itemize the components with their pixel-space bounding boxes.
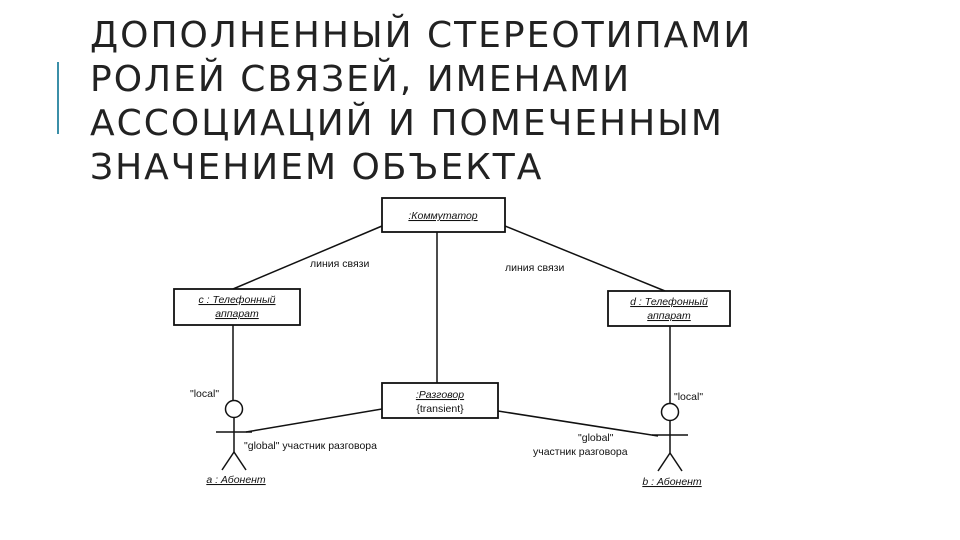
role-local-right: "local"	[674, 391, 703, 403]
conversation-tag: {transient}	[416, 403, 464, 415]
role-global-right-2: участник разговора	[533, 446, 628, 458]
link-label-right: линия связи	[505, 262, 564, 274]
title-line-3: АССОЦИАЦИЙ И ПОМЕЧЕННЫМ	[90, 103, 724, 144]
title-line-4: ЗНАЧЕНИЕМ ОБЪЕКТА	[90, 147, 544, 188]
actor-b-name: b : Абонент	[642, 476, 702, 488]
object-conversation: :Разговор {transient}	[381, 382, 499, 419]
connector-lines	[232, 225, 671, 437]
title-line-2: РОЛЕЙ СВЯЗЕЙ, ИМЕНАМИ	[90, 59, 632, 100]
link-conversation-actor-b	[497, 410, 659, 437]
phone-d-line2: аппарат	[647, 310, 691, 322]
actor-a-name: a : Абонент	[206, 474, 266, 486]
link-label-left: линия связи	[310, 258, 369, 270]
object-phone-d: d : Телефонный аппарат	[607, 290, 731, 327]
phone-c-line2: аппарат	[215, 308, 259, 320]
phone-d-line1: d : Телефонный	[630, 296, 708, 308]
link-conversation-actor-a	[245, 408, 383, 433]
switch-name: :Коммутатор	[408, 210, 477, 222]
phone-c-line1: c : Телефонный	[198, 294, 275, 306]
slide-title: ДОПОЛНЕННЫЙ СТЕРЕОТИПАМИ РОЛЕЙ СВЯЗЕЙ, И…	[90, 14, 850, 190]
conversation-name: :Разговор	[416, 389, 464, 401]
object-switch: :Коммутатор	[381, 197, 506, 233]
link-switch-phone-d	[504, 225, 666, 292]
actor-a	[216, 399, 252, 471]
object-phone-c: c : Телефонный аппарат	[173, 288, 301, 326]
role-global-left: "global" участник разговора	[244, 440, 377, 452]
title-line-1: ДОПОЛНЕННЫЙ СТЕРЕОТИПАМИ	[90, 15, 753, 56]
role-global-right-1: "global"	[578, 432, 614, 444]
role-local-left: "local"	[190, 388, 219, 400]
actor-b	[652, 402, 688, 472]
link-switch-phone-c	[232, 225, 383, 290]
accent-bar	[57, 62, 59, 134]
